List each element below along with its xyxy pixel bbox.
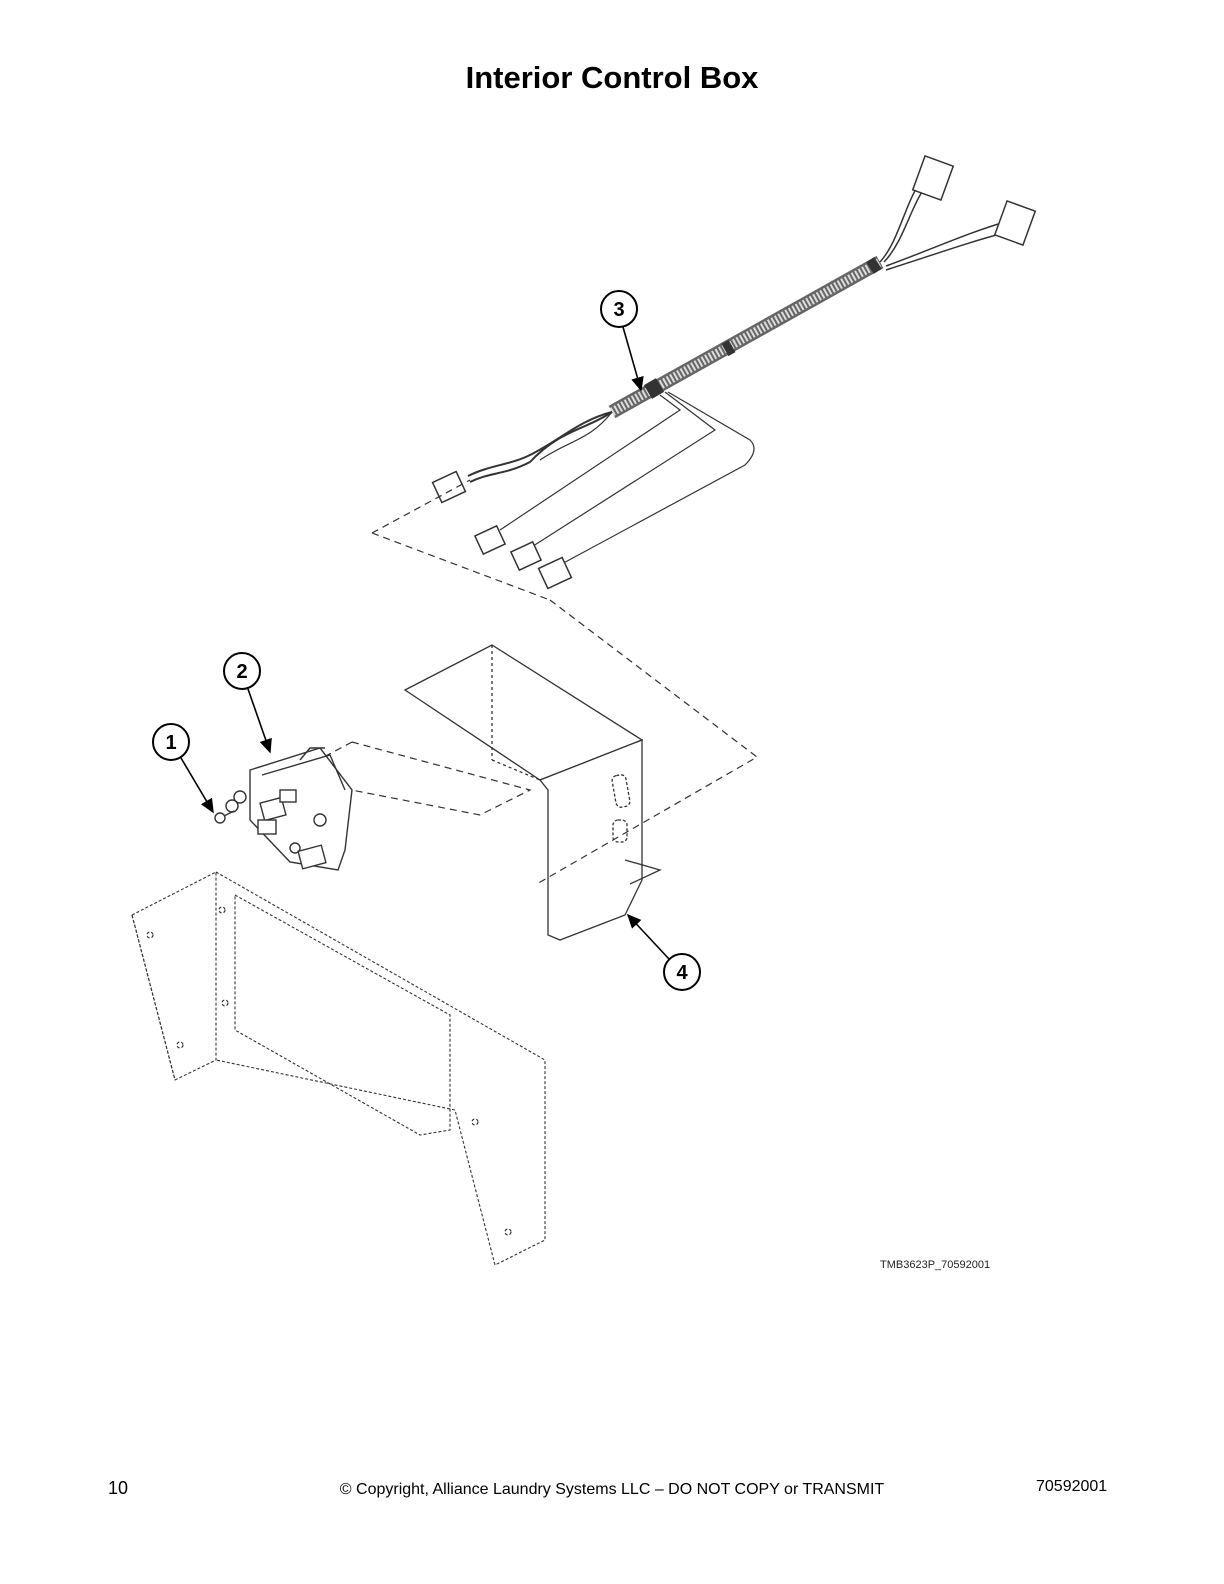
- assembly-guide-lines: [289, 599, 759, 886]
- control-board: [225, 747, 353, 871]
- wire-harness: [371, 154, 1037, 601]
- drawing-id: TMB3623P_70592001: [880, 1259, 991, 1271]
- document-number: 70592001: [1036, 1478, 1108, 1495]
- copyright-notice: © Copyright, Alliance Laundry Systems LL…: [339, 1481, 885, 1498]
- svg-text:2: 2: [236, 661, 247, 683]
- callout-3: 3: [600, 290, 644, 392]
- front-panel: [131, 871, 546, 1266]
- svg-text:4: 4: [676, 962, 688, 984]
- screw: [214, 810, 235, 824]
- page-title: Interior Control Box: [465, 60, 759, 95]
- callout-4: 4: [626, 913, 701, 991]
- callout-2: 2: [223, 652, 272, 754]
- callout-1: 1: [152, 723, 214, 814]
- page-number: 10: [108, 1478, 129, 1498]
- svg-text:3: 3: [613, 299, 624, 321]
- control-box-bracket: [403, 644, 662, 941]
- svg-text:1: 1: [165, 732, 176, 754]
